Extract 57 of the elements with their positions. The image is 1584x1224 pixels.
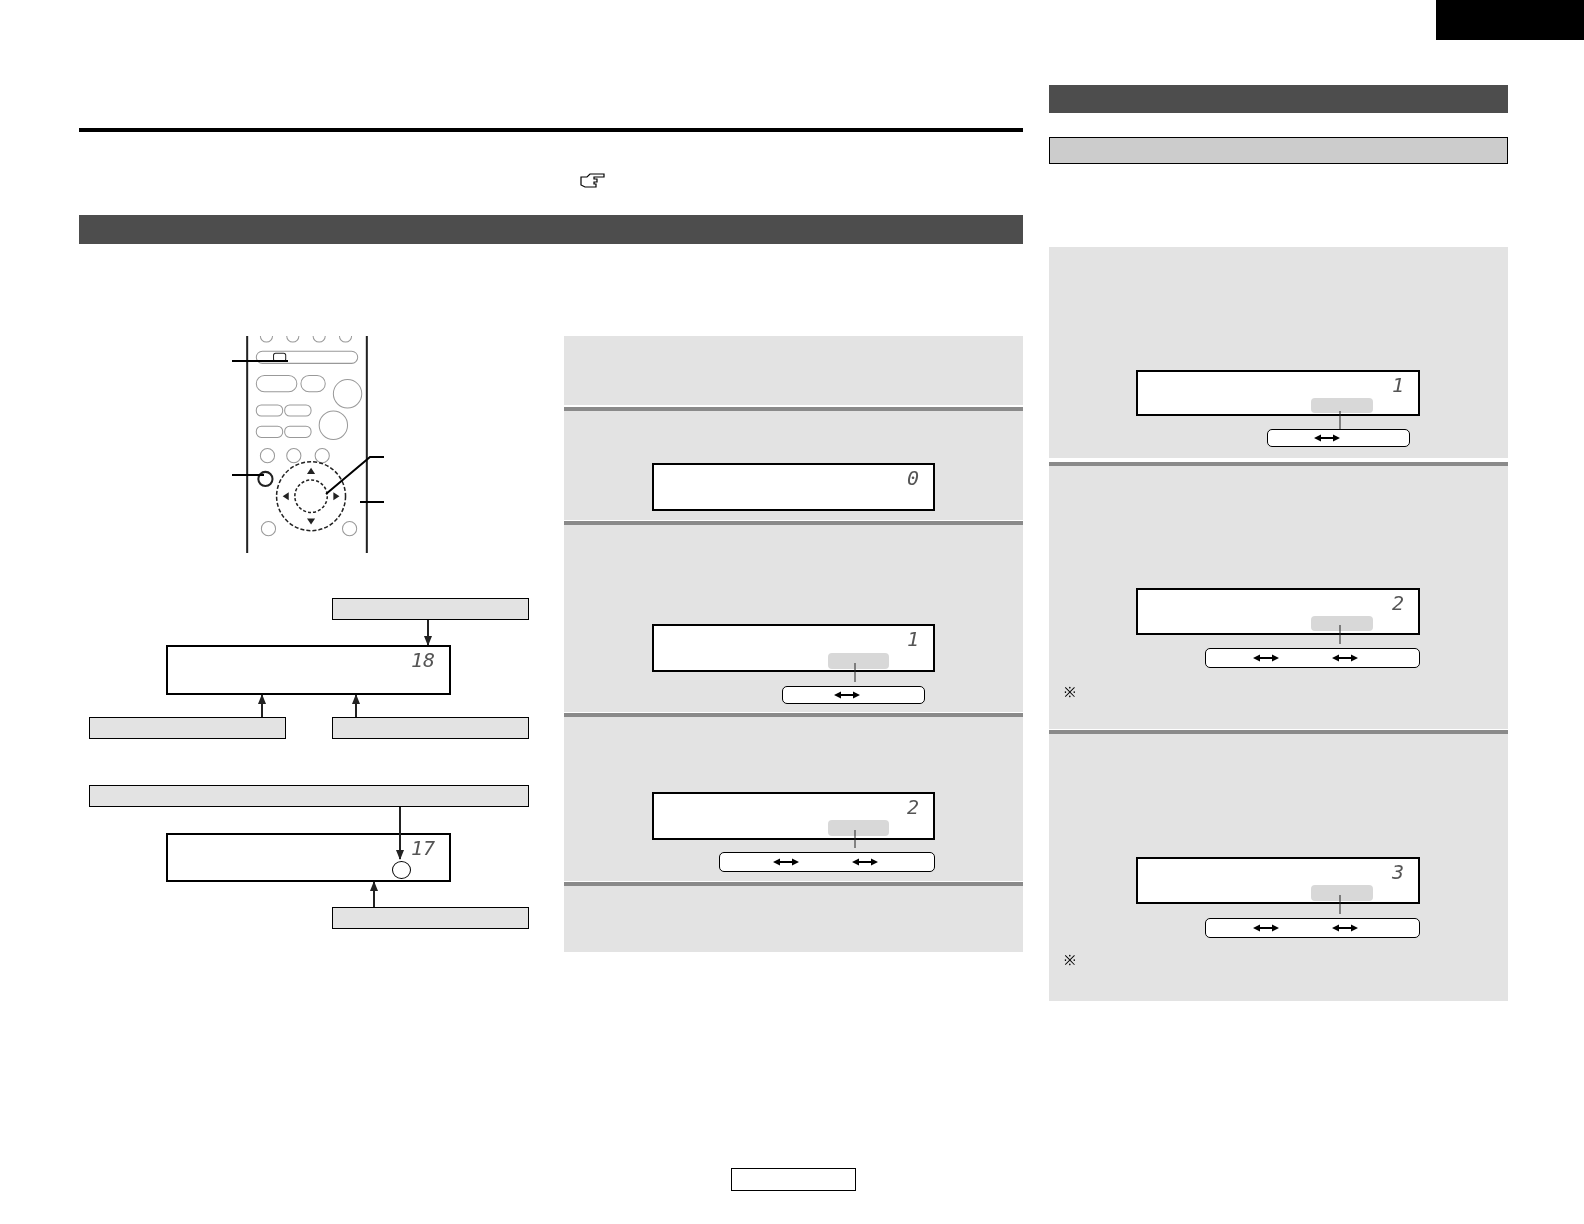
display-digit: 1 [1391, 374, 1404, 396]
display-digit: 17 [410, 837, 435, 859]
arrow [370, 881, 378, 908]
leader-line [231, 360, 289, 362]
display-panel [166, 833, 451, 882]
indicator-circle [392, 861, 411, 879]
indicator-segment [828, 653, 889, 669]
callout-bubble [782, 686, 925, 704]
arrow [424, 619, 432, 646]
note-mark: ※ [1064, 952, 1076, 968]
callout-bubble [719, 852, 935, 872]
indicator-segment [828, 820, 889, 836]
label-box [89, 785, 529, 807]
step-panel [1049, 730, 1508, 1001]
remote-control-drawing [246, 336, 368, 553]
step-panel [564, 407, 1023, 520]
display-panel [652, 463, 935, 511]
arrow [352, 694, 360, 718]
note-mark: ※ [1064, 684, 1076, 700]
step-panel [1049, 247, 1508, 458]
display-digit: 2 [906, 796, 919, 818]
arrow [258, 694, 266, 718]
indicator-segment [1311, 616, 1373, 631]
label-box [332, 717, 529, 739]
section-header-bar [79, 215, 1023, 244]
callout-bubble [1267, 429, 1410, 447]
callout-bubble [1205, 918, 1420, 938]
label-box [332, 907, 529, 929]
step-panel [564, 521, 1023, 712]
display-digit: 2 [1391, 592, 1404, 614]
step-panel [564, 713, 1023, 881]
display-panel [1136, 370, 1420, 416]
step-panel [564, 882, 1023, 952]
leader-line [325, 456, 385, 495]
display-digit: 3 [1391, 861, 1404, 883]
indicator-segment [1311, 885, 1373, 901]
page-number-box [731, 1168, 856, 1191]
indicator-segment [1311, 398, 1373, 413]
display-panel [652, 624, 935, 672]
display-digit: 0 [906, 467, 919, 489]
display-panel [1136, 857, 1420, 904]
step-panel [564, 336, 1023, 405]
leader-line [359, 501, 385, 503]
display-digit: 1 [906, 628, 919, 650]
arrow [396, 806, 404, 860]
display-panel [1136, 588, 1420, 635]
callout-bubble [1205, 648, 1420, 668]
section-header-bar [1049, 85, 1508, 113]
label-box [89, 717, 286, 739]
display-panel [166, 645, 451, 695]
display-panel [652, 792, 935, 840]
subsection-header-bar [1049, 137, 1508, 164]
page-tab [1436, 0, 1584, 40]
leader-line [231, 474, 265, 476]
step-panel [1049, 462, 1508, 729]
label-box [332, 598, 529, 620]
display-digit: 18 [410, 649, 435, 671]
